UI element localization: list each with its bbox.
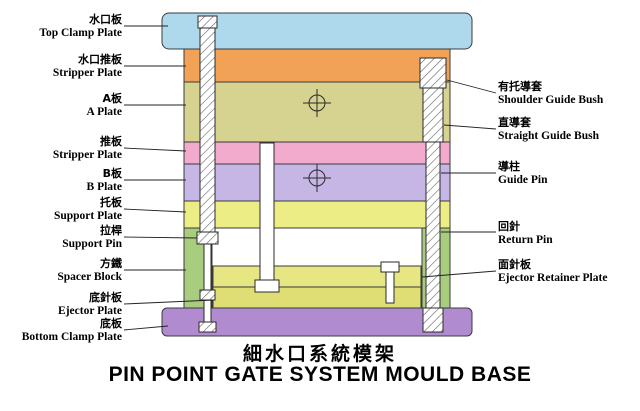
label-ejector-plate-cn: 底針板 — [89, 291, 122, 304]
label-a-plate: A板 A Plate — [0, 92, 122, 119]
stripper-plate-top-shape — [183, 48, 451, 83]
stripper-plate-shape — [183, 141, 451, 165]
label-return-pin-en: Return Pin — [498, 234, 553, 246]
label-return-pin-cn: 回針 — [498, 220, 520, 233]
support-pin-shape — [196, 15, 219, 333]
label-support-pin-cn: 拉桿 — [100, 224, 122, 237]
guide-pin-bolt-head — [422, 307, 444, 333]
label-ejector-plate-en: Ejector Plate — [58, 305, 122, 317]
label-a-plate-cn: A板 — [102, 92, 122, 105]
label-bottom-clamp-plate-en: Bottom Clamp Plate — [21, 331, 122, 343]
label-spacer-block: 方鐵 Spacer Block — [0, 257, 122, 284]
bottom-bolt-head — [198, 321, 217, 333]
leader-bottom-clamp-plate — [123, 325, 169, 331]
label-ejector-retainer-plate-en: Ejector Retainer Plate — [498, 272, 608, 284]
label-top-clamp-plate-en: Top Clamp Plate — [39, 27, 122, 39]
label-ejector-plate: 底針板 Ejector Plate — [0, 291, 122, 318]
support-pin-rod — [199, 27, 216, 233]
label-bottom-clamp-plate-cn: 底板 — [100, 317, 122, 330]
label-top-clamp-plate-cn: 水口板 — [89, 13, 122, 26]
label-top-clamp-plate: 水口板 Top Clamp Plate — [0, 13, 122, 40]
shoulder-guide-bush-shape — [419, 57, 447, 89]
bottom-bolt-shaft — [203, 299, 212, 323]
label-stripper-plate-top-en: Stripper Plate — [52, 67, 122, 79]
leader-stripper-plate — [123, 147, 187, 152]
label-stripper-plate: 推板 Stripper Plate — [0, 135, 122, 162]
label-return-pin: 回針 Return Pin — [498, 220, 640, 247]
center-pin-foot — [254, 279, 280, 293]
leader-support-plate — [123, 208, 187, 213]
return-pin-shaft — [385, 271, 395, 304]
label-b-plate-cn: B板 — [102, 167, 122, 180]
label-stripper-plate-cn: 推板 — [100, 135, 122, 148]
support-pin-collar — [196, 231, 219, 245]
support-plate-shape — [183, 200, 451, 229]
screw-hole-bottom-icon — [303, 164, 331, 192]
label-bottom-clamp-plate: 底板 Bottom Clamp Plate — [0, 317, 122, 344]
label-guide-pin: 導柱 Guide Pin — [498, 160, 640, 187]
center-pin-rod — [259, 142, 275, 281]
label-ejector-retainer-plate-cn: 面針板 — [498, 258, 531, 271]
straight-guide-bush-shape — [422, 87, 444, 143]
screw-hole-top-icon — [303, 89, 331, 117]
return-pin-head — [380, 261, 400, 273]
support-pin-head — [197, 15, 218, 29]
leader-lines — [123, 25, 497, 331]
label-stripper-plate-top-cn: 水口推板 — [78, 53, 122, 66]
label-ejector-retainer-plate: 面針板 Ejector Retainer Plate — [498, 258, 640, 285]
leader-straight-guide-bush — [443, 124, 497, 130]
label-shoulder-guide-bush-en: Shoulder Guide Bush — [498, 94, 604, 106]
label-support-pin-en: Support Pin — [62, 238, 122, 250]
label-shoulder-guide-bush-cn: 有托導套 — [498, 80, 542, 93]
leader-ejector-plate — [123, 299, 215, 305]
label-shoulder-guide-bush: 有托導套 Shoulder Guide Bush — [498, 80, 640, 107]
return-pin-shape — [380, 261, 400, 304]
support-pin-foot — [199, 289, 216, 301]
label-support-pin: 拉桿 Support Pin — [0, 224, 122, 251]
support-pin-stem — [203, 243, 212, 291]
leader-shoulder-guide-bush — [446, 79, 497, 94]
leader-support-pin — [123, 236, 198, 239]
label-guide-pin-en: Guide Pin — [498, 174, 548, 186]
label-stripper-plate-en: Stripper Plate — [52, 149, 122, 161]
label-spacer-block-en: Spacer Block — [57, 271, 122, 283]
label-a-plate-en: A Plate — [86, 106, 122, 118]
label-spacer-block-cn: 方鐵 — [100, 257, 122, 270]
guide-pin-and-bush-shape — [419, 57, 447, 333]
guide-pin-rod — [425, 141, 441, 309]
label-stripper-plate-top: 水口推板 Stripper Plate — [0, 53, 122, 80]
title-english: PIN POINT GATE SYSTEM MOULD BASE — [108, 363, 532, 386]
label-support-plate-cn: 托板 — [100, 196, 122, 209]
title-chinese: 細水口系統模架 — [242, 343, 397, 365]
label-guide-pin-cn: 導柱 — [498, 160, 520, 173]
label-straight-guide-bush-en: Straight Guide Bush — [498, 130, 599, 142]
label-support-plate: 托板 Support Plate — [0, 196, 122, 223]
label-straight-guide-bush: 直導套 Straight Guide Bush — [498, 116, 640, 143]
label-b-plate: B板 B Plate — [0, 167, 122, 194]
label-b-plate-en: B Plate — [86, 181, 122, 193]
center-guide-pin-shape — [254, 142, 280, 293]
leader-ejector-retainer-plate — [421, 270, 497, 278]
label-support-plate-en: Support Plate — [53, 210, 122, 222]
label-straight-guide-bush-cn: 直導套 — [498, 116, 531, 129]
